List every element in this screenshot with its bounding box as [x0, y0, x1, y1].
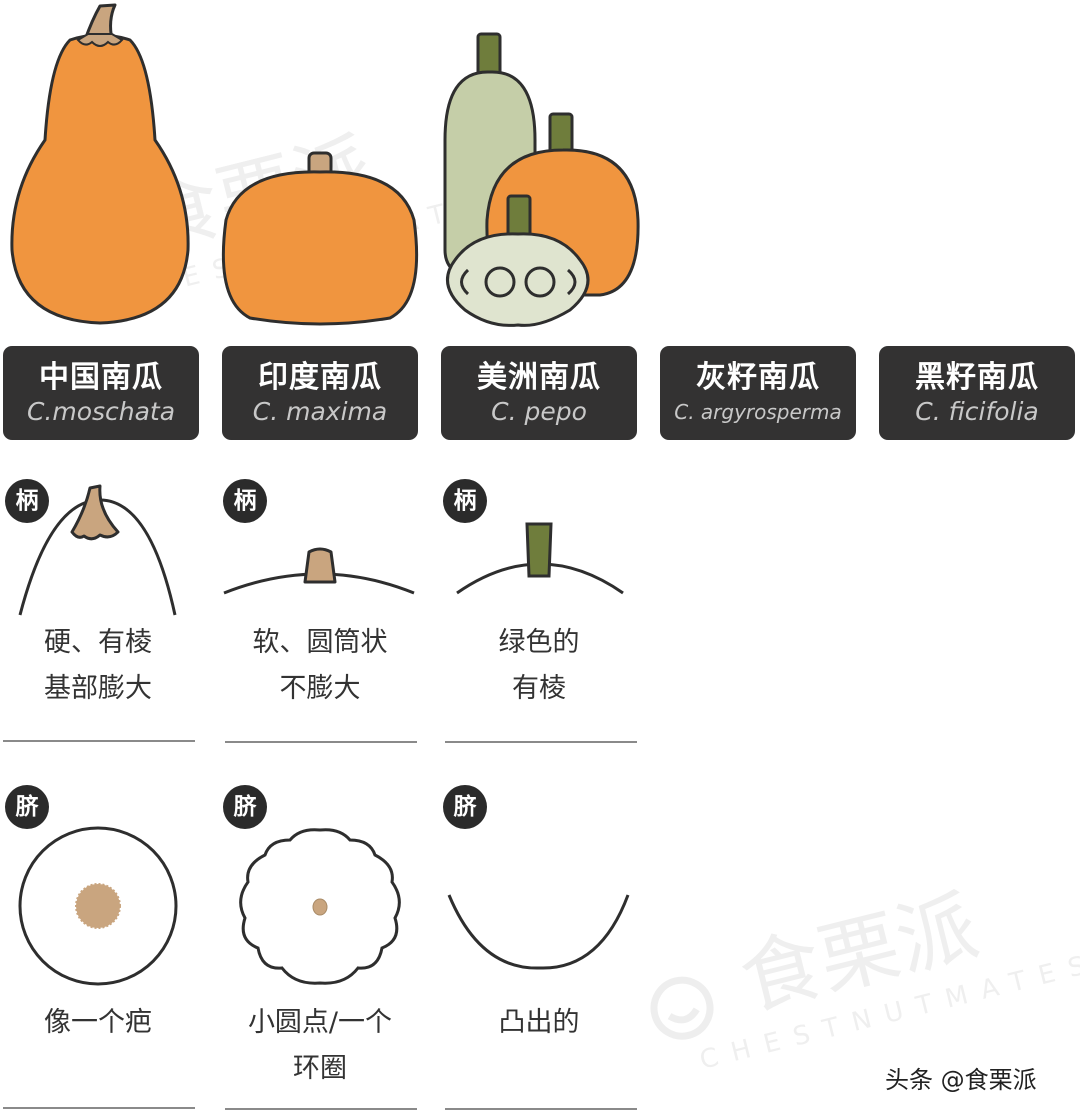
species-card-ficifolia: 黑籽南瓜 C. ficifolia: [879, 346, 1075, 440]
species-name-cn: 美洲南瓜: [477, 360, 601, 395]
species-name-latin: C. pepo: [491, 397, 587, 426]
divider: [225, 1108, 417, 1110]
stem-illustrations: [18, 484, 624, 616]
pepo-squash-group-icon: [443, 32, 640, 327]
divider: [445, 741, 637, 743]
divider: [445, 1108, 637, 1110]
desc-line: 环圈: [293, 1053, 347, 1084]
stem-badge: 柄: [443, 479, 487, 523]
desc-line: 硬、有棱: [44, 627, 152, 658]
navel-badge: 脐: [223, 785, 267, 829]
navel-badge: 脐: [5, 785, 49, 829]
stem-badge: 柄: [223, 479, 267, 523]
stem-desc-moschata: 硬、有棱 基部膨大: [0, 620, 196, 712]
desc-line: 软、圆筒状: [252, 627, 388, 658]
species-name-latin: C. argyrosperma: [674, 400, 842, 424]
desc-line: 有棱: [512, 673, 566, 704]
species-card-argyrosperma: 灰籽南瓜 C. argyrosperma: [660, 346, 856, 440]
species-name-cn: 黑籽南瓜: [915, 360, 1039, 395]
navel-maxima-icon: [239, 828, 401, 985]
stem-maxima-icon: [223, 547, 415, 595]
desc-line: 凸出的: [498, 1007, 580, 1038]
pumpkin-illustrations: [10, 3, 640, 327]
desc-line: 绿色的: [498, 627, 580, 658]
navel-pepo-icon: [447, 894, 630, 970]
species-card-pepo: 美洲南瓜 C. pepo: [441, 346, 637, 440]
species-name-latin: C. maxima: [252, 397, 388, 426]
desc-line: 小圆点/一个: [247, 1007, 393, 1038]
species-card-moschata: 中国南瓜 C.moschata: [3, 346, 199, 440]
stem-desc-pepo: 绿色的 有棱: [441, 620, 637, 712]
watermark-bottom: 食栗派 CHESTNUTMATES: [650, 835, 1080, 1076]
stem-pepo-icon: [456, 522, 624, 595]
desc-line: 不膨大: [279, 673, 361, 704]
navel-desc-pepo: 凸出的: [441, 1000, 637, 1046]
desc-line: 基部膨大: [44, 673, 152, 704]
stem-moschata-icon: [18, 484, 177, 616]
navel-moschata-icon: [18, 826, 178, 986]
species-card-maxima: 印度南瓜 C. maxima: [222, 346, 418, 440]
stem-desc-maxima: 软、圆筒状 不膨大: [222, 620, 418, 712]
divider: [3, 740, 195, 742]
divider: [3, 1107, 195, 1109]
maxima-pumpkin-icon: [221, 151, 419, 326]
divider: [225, 741, 417, 743]
species-name-latin: C.moschata: [26, 397, 176, 426]
navel-illustrations: [18, 826, 630, 986]
moschata-butternut-icon: [10, 3, 190, 325]
navel-desc-maxima: 小圆点/一个 环圈: [222, 1000, 418, 1092]
species-name-cn: 中国南瓜: [39, 360, 163, 395]
species-name-cn: 印度南瓜: [258, 360, 382, 395]
stem-badge: 柄: [5, 479, 49, 523]
desc-line: 像一个疤: [44, 1007, 152, 1038]
species-name-latin: C. ficifolia: [915, 397, 1039, 426]
navel-desc-moschata: 像一个疤: [0, 1000, 196, 1046]
navel-badge: 脐: [443, 785, 487, 829]
source-credit: 头条 @食栗派: [885, 1066, 1037, 1094]
species-name-cn: 灰籽南瓜: [696, 360, 820, 395]
